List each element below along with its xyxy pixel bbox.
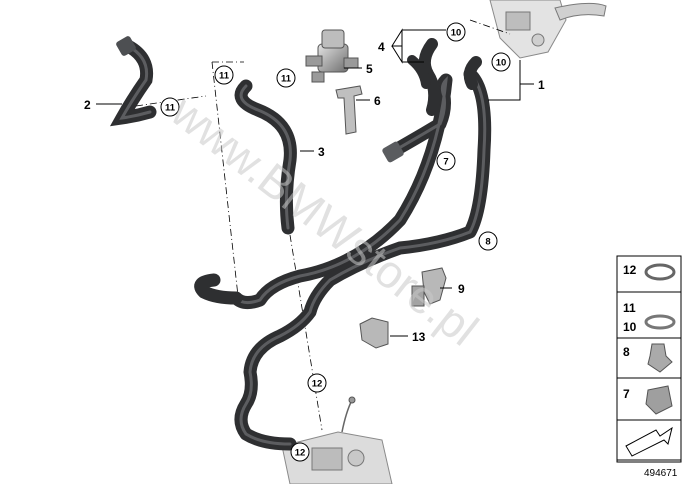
leader-lines [96,28,534,337]
callout-4: 4 [378,40,385,54]
circle-label-11b: 11 [281,74,292,85]
hose-2 [109,36,157,127]
callout-6: 6 [374,94,381,108]
circle-label-12b: 12 [295,448,306,459]
diagram-id: 494671 [644,468,678,479]
circle-label-11a: 11 [219,71,230,82]
circle-label-12a: 12 [312,379,323,390]
legend-row-7: 7 [623,385,673,415]
circle-label-10a: 10 [451,28,462,39]
legend-label-8: 8 [623,345,630,359]
legend-label-11: 11 [623,301,636,315]
valve-5 [305,29,359,83]
callout-1: 1 [538,78,545,92]
hose-3 [234,79,297,235]
legend-label-7: 7 [623,387,630,401]
circled-callout-labels: 10 10 11 11 11 7 8 12 12 [165,28,506,459]
legend-label-12: 12 [623,263,637,277]
circle-label-10b: 10 [496,58,507,69]
clip-13 [359,317,389,349]
direction-arrow-icon [625,426,673,457]
hose-holder-icon [645,385,673,415]
callout-5: 5 [366,62,373,76]
circled-callouts [160,22,511,462]
callout-13: 13 [412,330,426,344]
bracket-6 [335,85,363,135]
engine-fragment-top-right [489,0,607,59]
hose-1 [463,56,482,90]
bracket-9 [411,267,447,307]
callout-labels: 1 2 3 4 5 6 9 13 [84,40,545,344]
legend-row-8: 8 [623,343,673,373]
callout-9: 9 [458,282,465,296]
circle-label-7: 7 [443,157,448,168]
legend-panel: 12 11 10 8 7 [616,255,682,463]
circle-label-11c: 11 [165,103,176,114]
hose-4 [407,38,441,116]
legend-row-11-10: 11 10 [623,301,676,334]
hose-7 [194,73,453,310]
engine-fragment-bottom [281,396,393,484]
circle-label-8: 8 [485,237,490,248]
legend-row-12: 12 [623,263,676,281]
hose-8 [234,67,492,451]
callout-2: 2 [84,98,91,112]
assembly-lines [135,19,511,431]
hose-clamp-icon [644,314,676,330]
cable-tie-clip-icon [647,343,673,373]
legend-label-10: 10 [623,320,637,334]
callout-3: 3 [318,145,325,159]
spring-clamp-icon [644,263,676,281]
arrow-symbol [625,426,673,457]
